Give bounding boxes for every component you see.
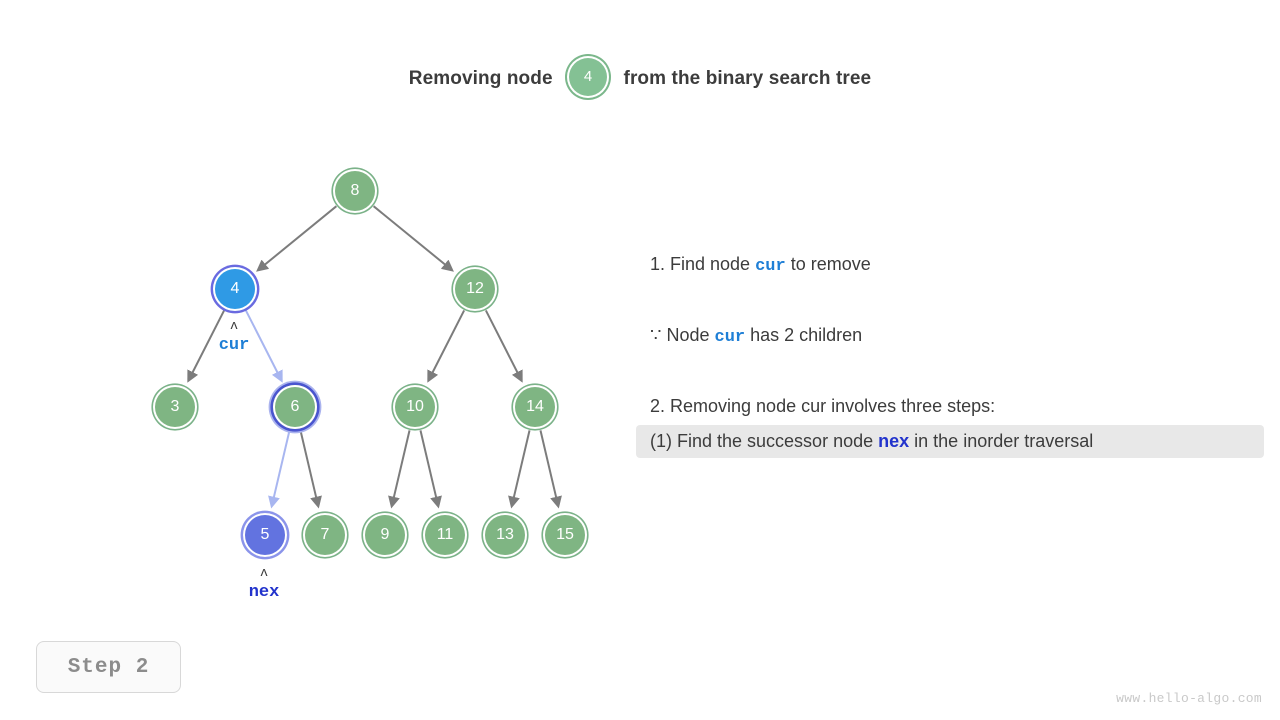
- tree-node-9: 9: [363, 513, 407, 557]
- tree-edge-8-12: [372, 205, 454, 272]
- tree-edge-10-9: [388, 430, 411, 509]
- keyword-cur: cur: [755, 257, 786, 276]
- page-title: Removing node 4 from the binary search t…: [0, 56, 1280, 100]
- tree-node-7: 7: [303, 513, 347, 557]
- tree-edge-14-15: [539, 430, 562, 509]
- tree-node-3: 3: [153, 385, 197, 429]
- ptr-cur-caret-icon: ʌ: [230, 318, 238, 333]
- keyword-cur-2: cur: [714, 328, 746, 347]
- ptr-nex-label: nex: [248, 583, 280, 602]
- explain-line-2-b: has 2 children: [745, 325, 863, 345]
- tree-node-8: 8: [333, 169, 377, 213]
- tree-node-13: 13: [483, 513, 527, 557]
- watermark: www.hello-algo.com: [1116, 691, 1262, 706]
- tree-edge-8-4: [256, 205, 338, 272]
- explain-line-4-highlighted: (1) Find the successor node nex in the i…: [636, 425, 1264, 458]
- tree-edge-10-11: [419, 430, 442, 509]
- ptr-cur-label: cur: [218, 336, 250, 355]
- explain-line-1: 1. Find node cur to remove: [636, 248, 1276, 283]
- title-prefix: Removing node: [408, 68, 553, 89]
- explain-line-2: ∵ Node cur has 2 children: [636, 319, 1276, 354]
- tree-node-15: 15: [543, 513, 587, 557]
- ptr-nex-caret-icon: ʌ: [260, 565, 268, 580]
- tree-edge-14-13: [508, 430, 531, 509]
- title-suffix: from the binary search tree: [623, 68, 872, 89]
- explain-line-1-a: 1. Find node: [650, 254, 756, 274]
- tree-node-12: 12: [453, 267, 497, 311]
- step-badge: Step 2: [36, 641, 181, 693]
- tree-edge-12-10: [427, 309, 466, 383]
- explain-line-2-a: ∵ Node: [650, 325, 715, 345]
- tree-node-6: 6: [273, 385, 317, 429]
- keyword-nex: nex: [878, 431, 910, 451]
- explain-line-4-a: (1) Find the successor node: [650, 431, 879, 451]
- tree-edge-4-3: [187, 309, 226, 383]
- tree-node-10: 10: [393, 385, 437, 429]
- explanation-panel: 1. Find node cur to remove ∵ Node cur ha…: [636, 248, 1276, 458]
- tree-edge-6-5: [268, 430, 291, 509]
- tree-node-14: 14: [513, 385, 557, 429]
- tree-edge-6-7: [299, 430, 322, 509]
- explain-line-4-b: in the inorder traversal: [909, 431, 1094, 451]
- title-node-badge: 4: [567, 56, 610, 98]
- tree-node-4: 4: [213, 267, 257, 311]
- tree-edge-4-6: [244, 309, 283, 383]
- explain-line-1-b: to remove: [785, 254, 871, 274]
- tree-node-11: 11: [423, 513, 467, 557]
- tree-node-5: 5: [243, 513, 287, 557]
- tree-edges: [187, 205, 562, 509]
- tree-edge-12-14: [484, 309, 523, 383]
- explain-line-3: 2. Removing node cur involves three step…: [650, 396, 996, 416]
